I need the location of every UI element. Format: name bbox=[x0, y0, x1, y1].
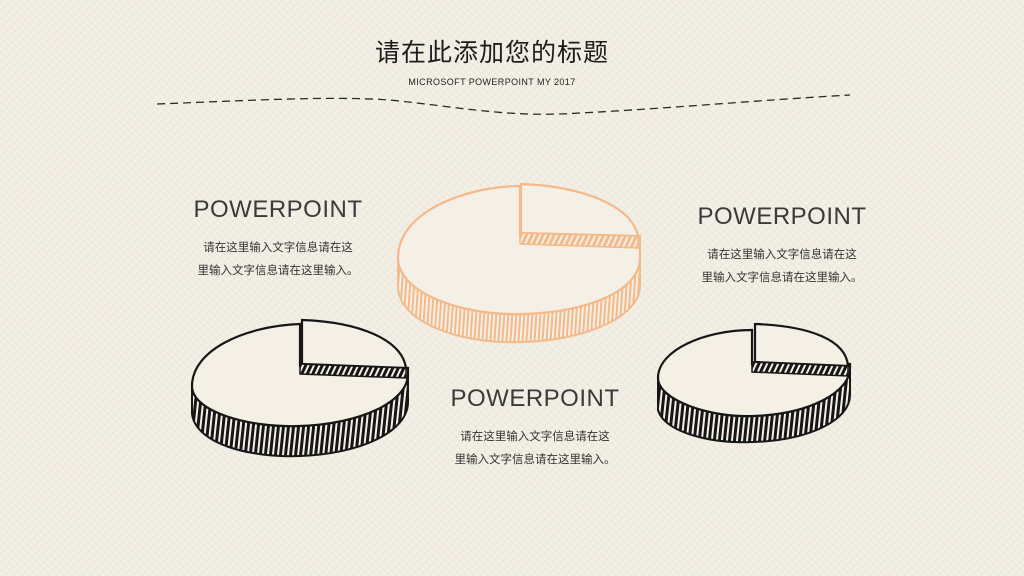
pie-chart-icon-orange bbox=[396, 182, 642, 344]
block-body-line: 请在这里输入文字信息请在这 bbox=[707, 247, 857, 261]
block-body-line: 请在这里输入文字信息请在这 bbox=[203, 240, 353, 254]
slide-subtitle: MICROSOFT POWERPOINT MY 2017 bbox=[408, 77, 576, 87]
text-block-right: POWERPOINT 请在这里输入文字信息请在这 里输入文字信息请在这里输入。 bbox=[667, 203, 897, 289]
block-body-line: 里输入文字信息请在这里输入。 bbox=[454, 452, 616, 466]
pie-chart-icon-right bbox=[656, 322, 852, 444]
block-body-line: 请在这里输入文字信息请在这 bbox=[460, 429, 610, 443]
block-body: 请在这里输入文字信息请在这 里输入文字信息请在这里输入。 bbox=[163, 236, 393, 282]
block-body-line: 里输入文字信息请在这里输入。 bbox=[197, 263, 359, 277]
block-heading: POWERPOINT bbox=[193, 196, 363, 223]
block-heading: POWERPOINT bbox=[697, 203, 867, 230]
slide-title: 请在此添加您的标题 bbox=[374, 38, 609, 67]
block-body-line: 里输入文字信息请在这里输入。 bbox=[701, 270, 863, 284]
text-block-center: POWERPOINT 请在这里输入文字信息请在这 里输入文字信息请在这里输入。 bbox=[420, 385, 650, 471]
block-body: 请在这里输入文字信息请在这 里输入文字信息请在这里输入。 bbox=[667, 243, 897, 289]
block-body: 请在这里输入文字信息请在这 里输入文字信息请在这里输入。 bbox=[420, 425, 650, 471]
block-heading: POWERPOINT bbox=[450, 385, 620, 412]
text-block-left: POWERPOINT 请在这里输入文字信息请在这 里输入文字信息请在这里输入。 bbox=[163, 196, 393, 282]
pie-chart-icon-left bbox=[190, 318, 410, 458]
